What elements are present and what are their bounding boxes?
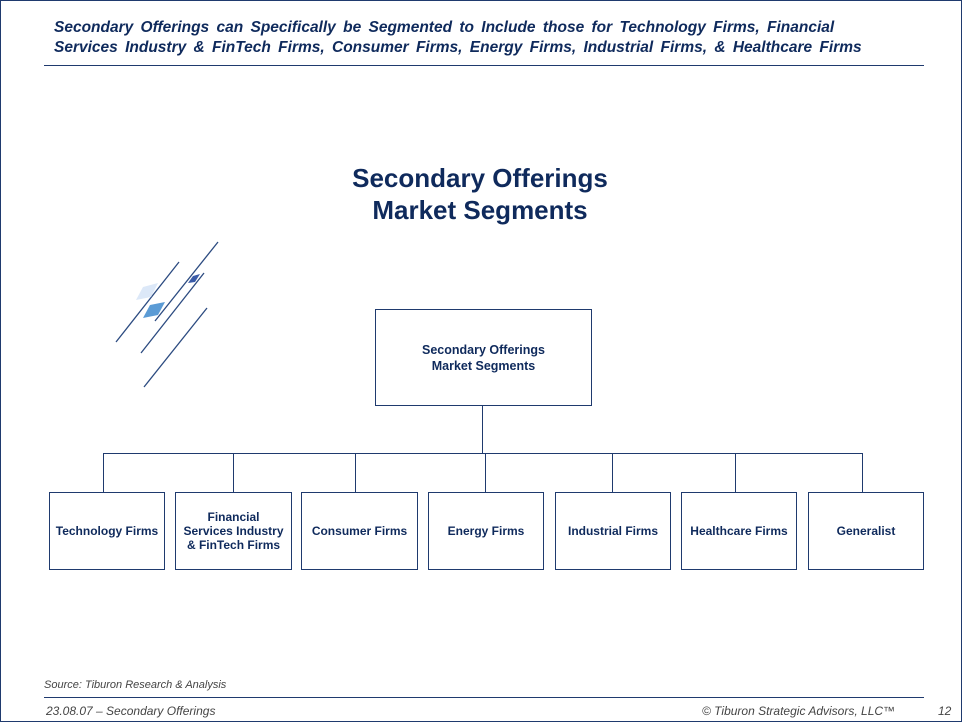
connector: [233, 453, 234, 492]
header-line-1: Secondary Offerings can Specifically be …: [54, 19, 835, 36]
root-line-2: Market Segments: [431, 358, 536, 373]
segment-industrial: Industrial Firms: [555, 492, 671, 570]
connector: [103, 453, 863, 454]
header-divider: [44, 65, 924, 66]
connector: [103, 453, 104, 492]
connector: [612, 453, 613, 492]
footer-copyright: © Tiburon Strategic Advisors, LLC™: [702, 704, 896, 718]
segment-technology: Technology Firms: [49, 492, 165, 570]
segment-consumer: Consumer Firms: [301, 492, 418, 570]
connector: [735, 453, 736, 492]
title-line-1: Secondary Offerings: [352, 163, 608, 193]
light-diamond-icon: [136, 283, 158, 300]
footer-date: 23.08.07 – Secondary Offerings: [46, 704, 216, 718]
page-number: 12: [938, 704, 952, 718]
connector: [482, 405, 483, 453]
segment-generalist: Generalist: [808, 492, 924, 570]
diagram-title: Secondary Offerings Market Segments: [280, 162, 680, 226]
source-note: Source: Tiburon Research & Analysis: [44, 679, 227, 691]
connector: [485, 453, 486, 492]
segment-healthcare: Healthcare Firms: [681, 492, 797, 570]
header-line-2: Services Industry & FinTech Firms, Consu…: [54, 39, 862, 56]
segment-energy: Energy Firms: [428, 492, 544, 570]
segment-financial-services: Financial Services Industry & FinTech Fi…: [175, 492, 292, 570]
mid-diamond-icon: [143, 302, 165, 318]
dark-diamond-icon: [188, 274, 200, 283]
slide-header: Secondary Offerings can Specifically be …: [54, 18, 924, 58]
root-line-1: Secondary Offerings: [422, 342, 545, 357]
connector: [355, 453, 356, 492]
connector: [862, 453, 863, 492]
title-line-2: Market Segments: [372, 195, 588, 225]
footer-divider: [44, 697, 924, 698]
